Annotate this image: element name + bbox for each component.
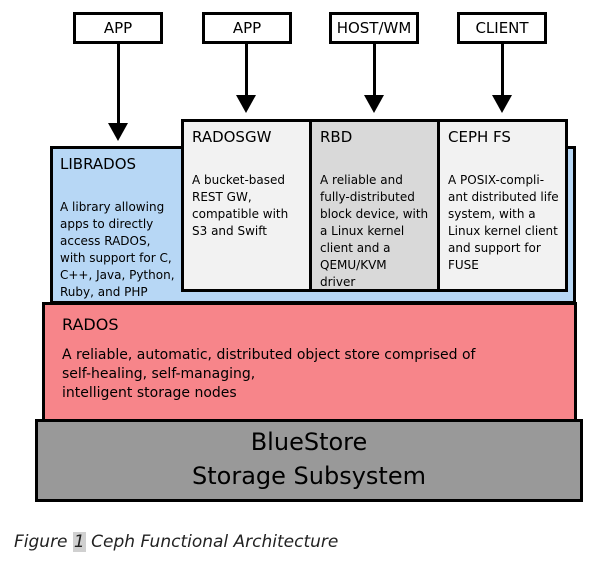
app-box-librados: APP (73, 12, 163, 44)
radosgw-desc: A bucket-based REST GW, compatible with … (192, 173, 289, 238)
arrow-app-radosgw-line (245, 44, 248, 96)
caption-number: 1 (72, 532, 86, 552)
bluestore-box: BlueStore Storage Subsystem (35, 419, 583, 502)
arrow-app-radosgw-head (236, 95, 256, 113)
caption-text: Ceph Functional Architecture (91, 532, 339, 552)
arrow-app-librados-head (108, 123, 128, 141)
caption-prefix: Figure (14, 532, 68, 552)
radosgw-title: RADOSGW (192, 128, 272, 146)
librados-desc: A library allowing apps to directly acce… (60, 200, 175, 299)
cephfs-desc: A POSIX-compli- ant distributed life sys… (448, 173, 559, 272)
rbd-desc: A reliable and fully-distributed block d… (320, 173, 429, 289)
librados-box: LIBRADOS A library allowing apps to dire… (50, 146, 183, 299)
figure-caption: Figure 1 Ceph Functional Architecture (14, 532, 338, 552)
arrow-host-rbd-line (373, 44, 376, 96)
rados-title: RADOS (62, 315, 119, 334)
radosgw-box: RADOSGW A bucket-based REST GW, compatib… (181, 119, 312, 292)
app-box-radosgw: APP (202, 12, 292, 44)
rbd-title: RBD (320, 128, 353, 146)
cephfs-title: CEPH FS (448, 128, 511, 146)
arrow-client-cephfs-head (492, 95, 512, 113)
rados-box: RADOS A reliable, automatic, distributed… (42, 302, 577, 422)
rbd-box: RBD A reliable and fully-distributed blo… (309, 119, 440, 292)
arrow-host-rbd-head (364, 95, 384, 113)
arrow-app-librados-line (117, 44, 120, 124)
bluestore-line1: BlueStore (250, 428, 368, 456)
client-box: CLIENT (457, 12, 547, 44)
arrow-client-cephfs-line (501, 44, 504, 96)
rados-desc: A reliable, automatic, distributed objec… (62, 347, 476, 401)
bluestore-line2: Storage Subsystem (192, 462, 426, 490)
librados-title: LIBRADOS (60, 155, 137, 173)
host-wm-box: HOST/WM (329, 12, 419, 44)
cephfs-box: CEPH FS A POSIX-compli- ant distributed … (437, 119, 568, 292)
